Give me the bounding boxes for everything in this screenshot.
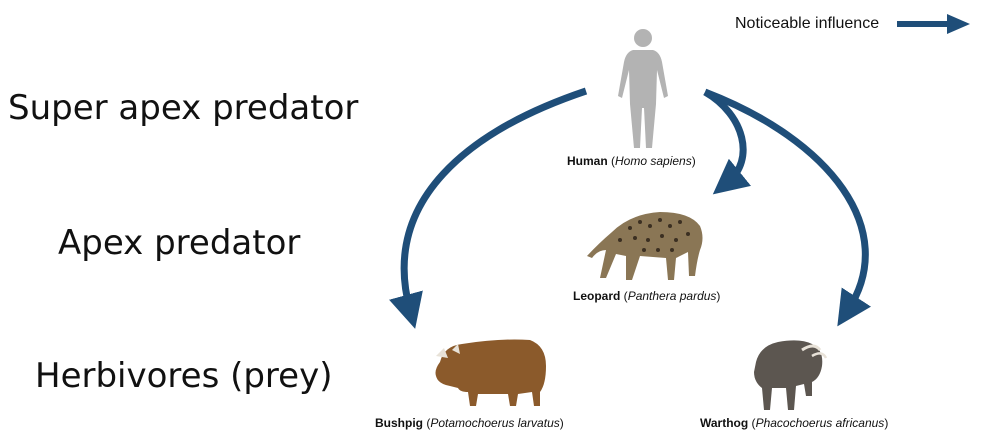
- caption-bushpig: Bushpig (Potamochoerus larvatus): [375, 416, 564, 430]
- leopard-scientific-name: Panthera pardus: [628, 289, 717, 303]
- caption-leopard: Leopard (Panthera pardus): [573, 289, 720, 303]
- leopard-common-name: Leopard: [573, 289, 620, 303]
- caption-warthog: Warthog (Phacochoerus africanus): [700, 416, 888, 430]
- bushpig-common-name: Bushpig: [375, 416, 423, 430]
- caption-human: Human (Homo sapiens): [567, 154, 696, 168]
- arrow-human-to-warthog: [705, 92, 865, 310]
- arrow-human-to-bushpig: [404, 91, 586, 310]
- warthog-scientific-name: Phacochoerus africanus: [756, 416, 885, 430]
- human-silhouette-icon: [618, 29, 668, 148]
- bushpig-icon: [436, 340, 547, 407]
- leopard-icon: [587, 212, 703, 280]
- warthog-common-name: Warthog: [700, 416, 748, 430]
- human-scientific-name: Homo sapiens: [615, 154, 692, 168]
- human-common-name: Human: [567, 154, 608, 168]
- bushpig-scientific-name: Potamochoerus larvatus: [430, 416, 559, 430]
- warthog-icon: [754, 340, 826, 410]
